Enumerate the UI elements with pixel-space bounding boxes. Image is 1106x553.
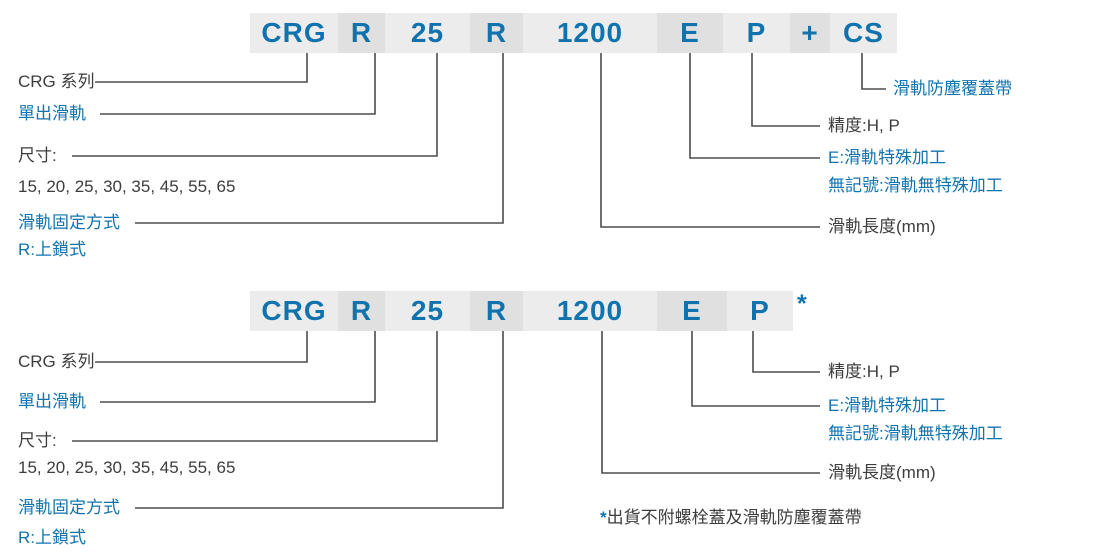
code-segment-precision: P [727,291,793,331]
code-segment-plus: + [790,13,830,53]
connector-top-dust-cover [861,53,886,90]
label-bottom-special-none: 無記號:滑軌無特殊加工 [828,424,1003,443]
footnote-asterisk: * [600,508,607,527]
label-top-precision: 精度:H, P [828,116,900,135]
footnote: *出貨不附螺栓蓋及滑軌防塵覆蓋帶 [600,508,862,528]
label-top-size-values: 15, 20, 25, 30, 35, 45, 55, 65 [18,177,236,196]
code-segment-fixing: R [470,291,523,331]
connector-top-single-rail [100,53,376,115]
label-top-fixing-title: 滑軌固定方式 [18,213,120,232]
connector-top-special [689,53,820,159]
code-segment-rail-type: R [338,291,385,331]
label-bottom-size-title: 尺寸: [18,431,57,450]
connector-bottom-fixing [135,331,504,509]
connector-top-fixing [135,53,504,224]
connector-top-size [72,53,438,157]
connector-top-series [95,53,308,83]
code-segment-size: 25 [385,13,470,53]
connector-top-precision [751,53,820,127]
label-bottom-fixing-title: 滑軌固定方式 [18,498,120,517]
label-top-dust-cover: 滑軌防塵覆蓋帶 [893,79,1012,98]
label-bottom-precision: 精度:H, P [828,362,900,381]
label-bottom-series: CRG 系列 [18,352,95,371]
code-segment-length: 1200 [523,13,657,53]
label-top-special-none: 無記號:滑軌無特殊加工 [828,176,1003,195]
code-segment-length: 1200 [523,291,657,331]
label-bottom-single-rail: 單出滑軌 [18,392,86,411]
connector-bottom-precision [752,331,820,373]
connector-bottom-rail-length [601,331,820,474]
code-segment-precision: P [723,13,790,53]
model-code-bottom: CRG R 25 R 1200 E P [250,291,793,331]
label-bottom-fixing-value: R:上鎖式 [18,528,86,547]
label-top-single-rail: 單出滑軌 [18,104,86,123]
connector-bottom-series [95,331,308,363]
code-segment-series: CRG [250,291,338,331]
label-top-series: CRG 系列 [18,72,95,91]
label-top-special-e: E:滑軌特殊加工 [828,148,947,167]
model-code-top: CRG R 25 R 1200 E P + CS [250,13,897,53]
code-segment-special: E [657,291,727,331]
label-bottom-rail-length: 滑軌長度(mm) [828,463,936,482]
code-segment-dust-cover: CS [830,13,897,53]
code-segment-rail-type: R [338,13,385,53]
code-segment-fixing: R [470,13,523,53]
code-segment-series: CRG [250,13,338,53]
label-top-rail-length: 滑軌長度(mm) [828,217,936,236]
label-top-size-title: 尺寸: [18,146,57,165]
label-top-fixing-value: R:上鎖式 [18,240,86,259]
code-segment-special: E [657,13,723,53]
footnote-text: 出貨不附螺栓蓋及滑軌防塵覆蓋帶 [606,508,862,527]
label-bottom-special-e: E:滑軌特殊加工 [828,396,947,415]
connector-top-rail-length [600,53,820,228]
connector-bottom-size [72,331,438,442]
connector-bottom-special [691,331,820,407]
label-bottom-size-values: 15, 20, 25, 30, 35, 45, 55, 65 [18,458,236,477]
connector-bottom-single-rail [100,331,376,403]
asterisk-superscript: * [797,290,807,318]
code-segment-size: 25 [385,291,470,331]
